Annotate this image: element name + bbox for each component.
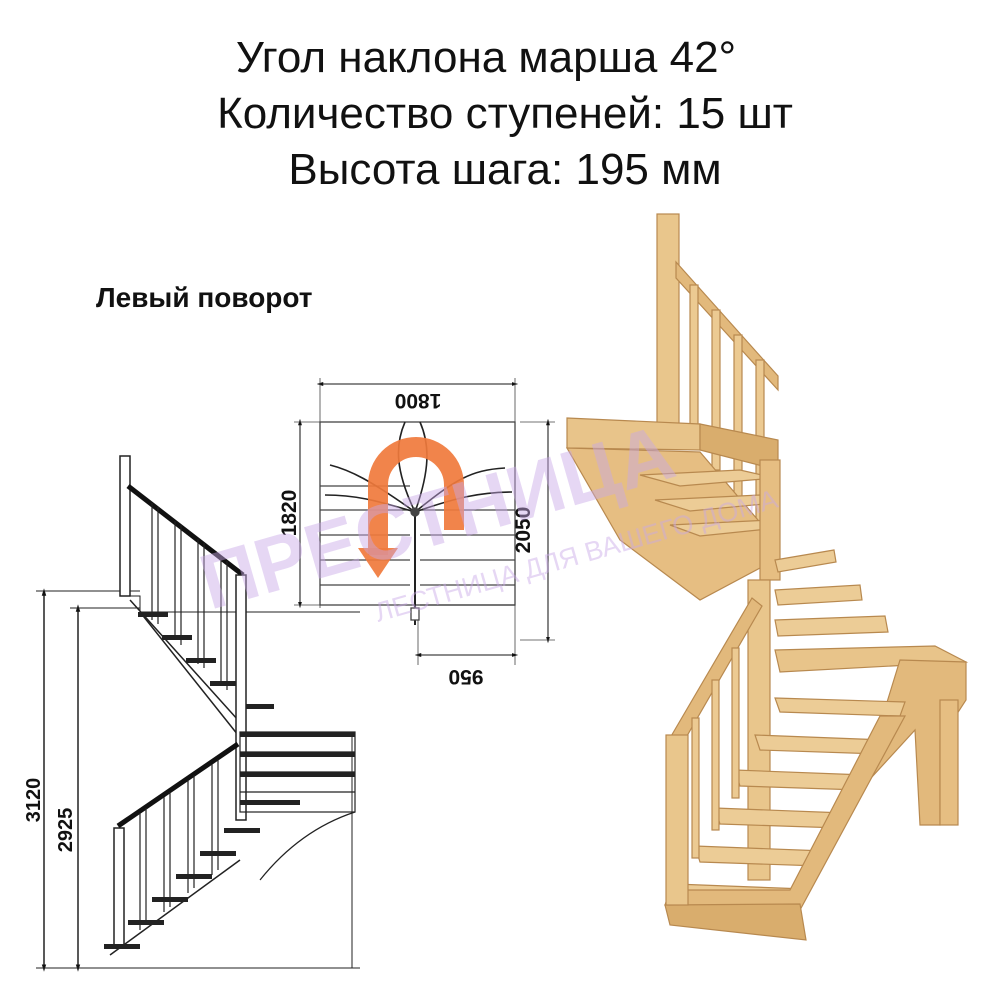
stair-3d-render <box>565 213 969 941</box>
total-height-dimension: 3120 <box>23 778 45 823</box>
plan-depth-left-dimension: 1820 <box>278 490 301 537</box>
steps-count-title: Количество ступеней: 15 шт <box>217 89 793 138</box>
plan-width-bottom-dimension: 950 <box>448 665 483 688</box>
plan-width-top-dimension: 1800 <box>395 389 442 412</box>
direction-arrow <box>358 437 464 578</box>
side-elevation <box>36 455 360 972</box>
plan-depth-right-dimension: 2050 <box>512 507 535 554</box>
plan-view <box>294 378 555 665</box>
angle-title: Угол наклона марша 42° <box>235 33 737 82</box>
step-height-title: Высота шага: 195 мм <box>288 145 722 194</box>
floor-height-dimension: 2925 <box>55 808 77 853</box>
turn-direction-label: Левый поворот <box>96 282 313 313</box>
